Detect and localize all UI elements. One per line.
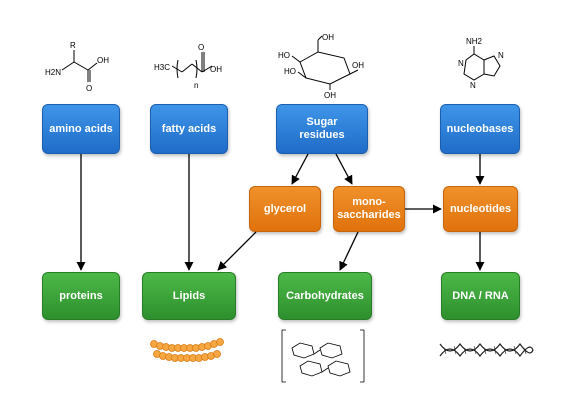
node-lipids: Lipids <box>142 272 236 320</box>
amino-acid-structure: R H2N OH O <box>45 41 109 93</box>
svg-text:R: R <box>70 41 76 50</box>
svg-text:OH: OH <box>210 65 222 74</box>
node-nucleobases: nucleobases <box>440 104 520 154</box>
edge-sugar-monosaccharides <box>335 153 353 185</box>
svg-text:H2N: H2N <box>45 68 61 77</box>
svg-text:N: N <box>498 51 504 60</box>
polysaccharide-structure-icon <box>281 329 365 383</box>
svg-text:OH: OH <box>324 91 336 100</box>
dna-helix-icon <box>439 342 534 358</box>
svg-text:N: N <box>458 59 464 68</box>
node-sugar-residues: Sugar residues <box>276 104 368 154</box>
svg-text:OH: OH <box>352 61 364 70</box>
node-dna-rna: DNA / RNA <box>441 272 520 320</box>
svg-text:OH: OH <box>97 56 109 65</box>
edge-monosaccharides-carbohydrates <box>339 231 359 271</box>
lipid-bilayer-icon <box>150 338 224 362</box>
adenine-structure: NH2 N N N <box>458 37 504 90</box>
svg-text:OH: OH <box>322 33 334 42</box>
svg-text:N: N <box>470 81 476 90</box>
node-amino-acids: amino acids <box>42 104 120 154</box>
node-nucleotides: nucleotides <box>443 186 518 232</box>
edge-sugar-glycerol <box>291 153 309 185</box>
node-proteins: proteins <box>42 272 120 320</box>
glucose-structure: OH HO HO OH OH <box>278 33 364 100</box>
svg-text:H3C: H3C <box>154 63 170 72</box>
edges <box>76 153 485 271</box>
node-monosaccharides: mono- saccharides <box>333 186 405 232</box>
svg-text:NH2: NH2 <box>466 37 483 46</box>
svg-text:HO: HO <box>284 67 296 76</box>
svg-text:n: n <box>194 81 198 90</box>
svg-text:O: O <box>198 43 204 52</box>
edge-glycerol-lipids <box>217 231 257 271</box>
fatty-acid-structure: H3C O OH n <box>154 43 222 90</box>
node-carbohydrates: Carbohydrates <box>278 272 372 320</box>
svg-text:HO: HO <box>278 51 290 60</box>
node-fatty-acids: fatty acids <box>150 104 228 154</box>
node-glycerol: glycerol <box>249 186 321 232</box>
svg-text:O: O <box>86 84 92 93</box>
